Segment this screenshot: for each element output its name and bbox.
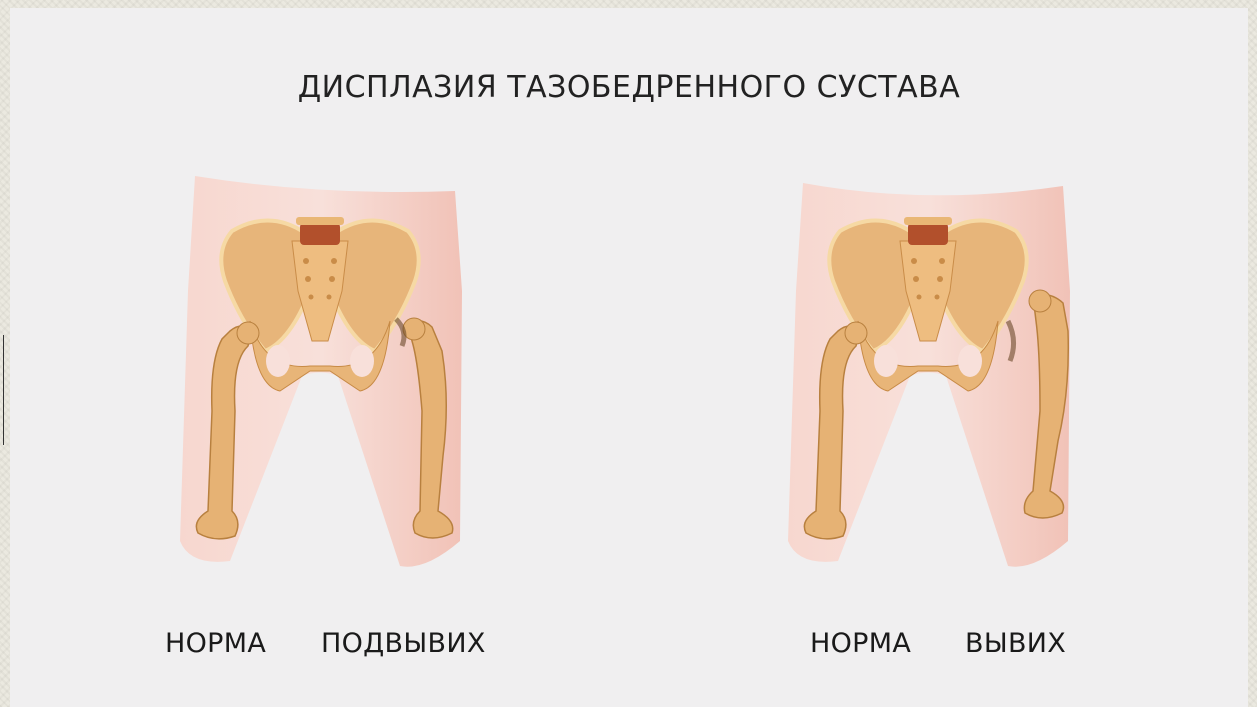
label-normal-left: НОРМА <box>165 628 266 659</box>
pelvis-illustration-subluxation <box>170 171 470 591</box>
edge-mark <box>3 335 4 445</box>
lumbar-vertebra <box>300 223 340 245</box>
label-normal-right: НОРМА <box>810 628 911 659</box>
label-subluxation: ПОДВЫВИХ <box>321 628 486 659</box>
slide-panel: ДИСПЛАЗИЯ ТАЗОБЕДРЕННОГО СУСТАВА <box>10 8 1248 707</box>
pelvis-illustration-dislocation <box>778 171 1078 591</box>
lumbar-vertebra <box>908 223 948 245</box>
page-title: ДИСПЛАЗИЯ ТАЗОБЕДРЕННОГО СУСТАВА <box>10 70 1248 105</box>
label-dislocation: ВЫВИХ <box>965 628 1066 659</box>
